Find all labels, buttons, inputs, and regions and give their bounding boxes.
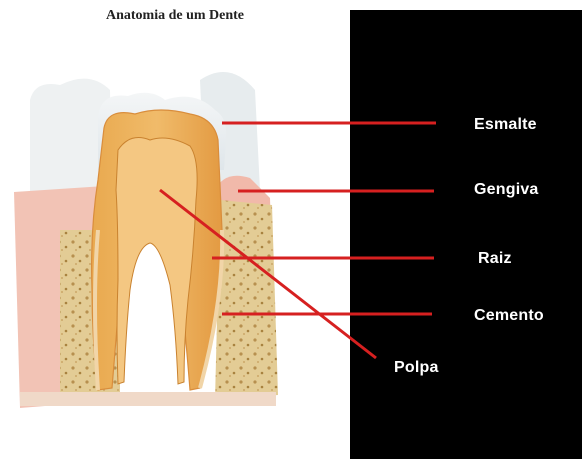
label-cemento: Cemento: [474, 307, 544, 325]
label-gengiva: Gengiva: [474, 181, 539, 199]
jaw-base: [20, 392, 276, 406]
pulp-chamber: [116, 138, 197, 384]
label-polpa: Polpa: [394, 359, 439, 377]
label-raiz: Raiz: [478, 250, 512, 268]
alveolar-bone-right: [215, 200, 278, 400]
label-esmalte: Esmalte: [474, 116, 537, 134]
